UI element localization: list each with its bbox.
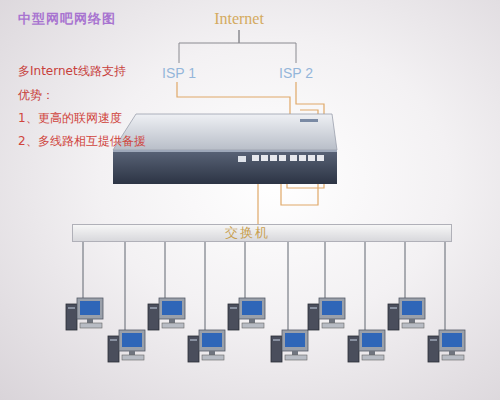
network-link <box>179 30 239 63</box>
network-link <box>239 30 296 63</box>
isp-node: ISP 2 <box>270 63 322 82</box>
note-text: 多Internet线路支持 <box>18 63 126 80</box>
computers <box>66 298 465 362</box>
internet-cloud: Internet <box>198 8 280 30</box>
node-text: ISP 2 <box>279 65 313 81</box>
drop-cables <box>83 242 445 330</box>
node-text: 交换机 <box>225 224 270 242</box>
diagram-title: 中型网吧网络图 <box>18 10 116 28</box>
note-text: 2、多线路相互提供备援 <box>18 133 146 150</box>
isp-node: ISP 1 <box>154 63 204 82</box>
note-text: 1、更高的联网速度 <box>18 110 122 127</box>
switch-band: 交换机 <box>72 224 452 242</box>
node-text: Internet <box>214 10 264 28</box>
router <box>113 114 337 184</box>
note-text: 优势： <box>18 87 54 104</box>
node-text: ISP 1 <box>162 65 196 81</box>
